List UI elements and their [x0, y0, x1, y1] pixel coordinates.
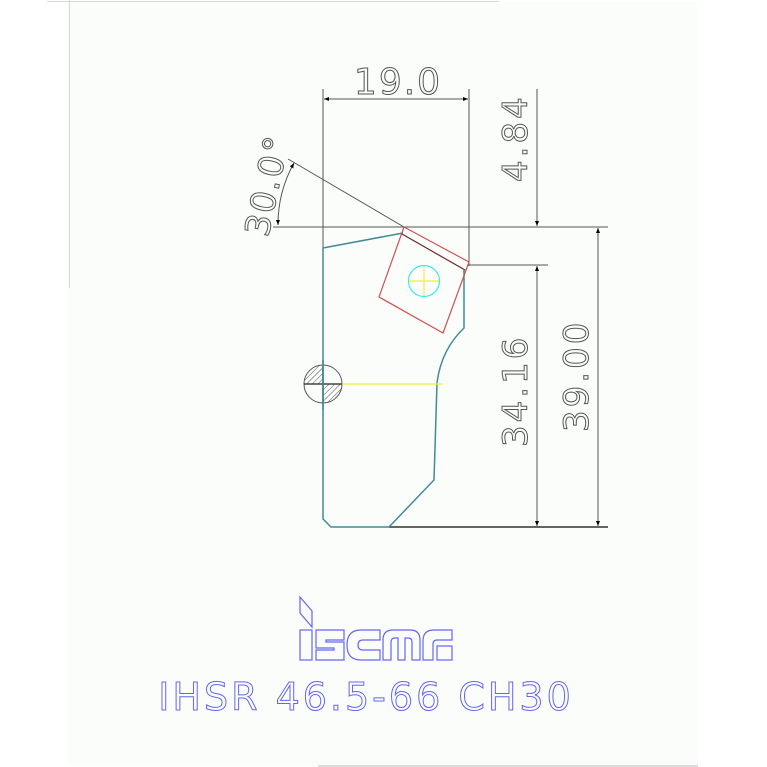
dimension-offset-top: 4.84 — [496, 89, 539, 226]
drawing-title: IHSR 46.5-66 CH30 — [158, 675, 574, 719]
dimension-height-total-label: 39.00 — [557, 320, 597, 432]
sheet-border-top — [47, 1, 499, 2]
sheet-border-bottom — [318, 765, 698, 767]
tool-body-outline — [322, 232, 465, 528]
sheet-border-left — [69, 0, 70, 288]
dimension-angle: 30.0° — [237, 131, 405, 240]
dimension-width-top: 19.0 — [324, 62, 468, 104]
insert — [378, 226, 470, 334]
dimension-height-inner: 34.16 — [496, 266, 539, 526]
dimension-offset-top-label: 4.84 — [496, 94, 536, 182]
iscar-logo — [299, 595, 453, 661]
insert-hole-icon — [407, 264, 441, 298]
dimension-height-inner-label: 34.16 — [496, 335, 536, 447]
dimension-angle-label: 30.0° — [238, 131, 298, 240]
dimension-height-total: 39.00 — [557, 228, 600, 526]
extension-lines — [273, 89, 608, 528]
dimension-width-top-label: 19.0 — [354, 62, 442, 103]
center-mark-icon — [303, 360, 443, 410]
